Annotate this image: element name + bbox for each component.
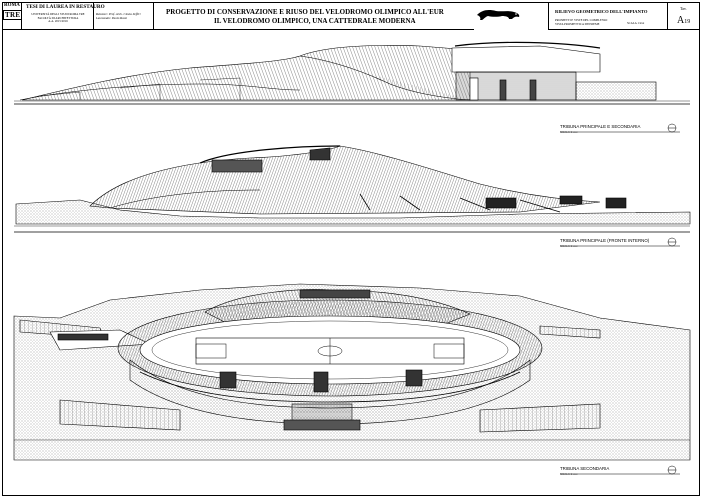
view-label-3: TRIBUNA SECONDARIA SCALA 1:xxx bbox=[560, 466, 609, 476]
university-line: A.A. 2015/2016 bbox=[48, 19, 68, 24]
elevation-tribuna-principale-fronte-interno bbox=[14, 145, 691, 233]
elevation-tribuna-principale-secondaria bbox=[14, 41, 690, 105]
university-info: UNIVERSITÀ DEGLI STUDI ROMA TRE FACOLTÀ … bbox=[24, 12, 92, 24]
sheet-letter: A bbox=[677, 15, 685, 26]
view-title: TRIBUNA PRINCIPALE (FRONTE INTERNO) bbox=[560, 238, 650, 243]
supervisor-line: Relatore: Prof. Arch. Cinzia Zeffiri bbox=[96, 12, 141, 16]
sheet-number: A19 bbox=[677, 15, 690, 26]
project-title-box: PROGETTO DI CONSERVAZIONE E RIUSO DEL VE… bbox=[154, 2, 474, 30]
view-title: TRIBUNA SECONDARIA bbox=[560, 466, 610, 471]
view-title: TRIBUNA PRINCIPALE E SECONDARIA bbox=[560, 124, 641, 129]
logo-top-text: ROMA bbox=[4, 3, 20, 8]
thesis-box: TESI DI LAUREA IN RESTAURO UNIVERSITÀ DE… bbox=[22, 2, 105, 30]
sheet-label: Tav. bbox=[680, 6, 687, 11]
survey-title: RILIEVO GEOMETRICO DELL'IMPIANTO bbox=[555, 9, 648, 14]
scale-text: SCALA 1:xxx bbox=[627, 21, 645, 25]
survey-box: RILIEVO GEOMETRICO DELL'IMPIANTO PROSPET… bbox=[548, 2, 668, 30]
sheet-border bbox=[2, 2, 700, 496]
university-line: FACOLTÀ DI ARCHITETTURA bbox=[37, 15, 79, 20]
university-logo: ROMA TRE bbox=[2, 2, 23, 30]
project-title-line1: PROGETTO DI CONSERVAZIONE E RIUSO DEL VE… bbox=[166, 8, 444, 16]
view-scale: SCALA 1:xxx bbox=[560, 130, 578, 134]
view-label-2: TRIBUNA PRINCIPALE (FRONTE INTERNO) SCAL… bbox=[560, 238, 649, 248]
thesis-title: TESI DI LAUREA IN RESTAURO bbox=[26, 4, 105, 10]
view-marker-icons bbox=[560, 123, 680, 475]
sheet-digits: 19 bbox=[684, 19, 691, 25]
survey-subtitles: PROSPETTI E VISTE DEL COMPLESSO VISTA PR… bbox=[555, 18, 608, 26]
perspective-tribuna-secondaria bbox=[13, 283, 691, 461]
survey-sub-line: VISTA PROSPETTICA D'INSIEME bbox=[555, 21, 600, 26]
logo-main-text: TRE bbox=[3, 10, 23, 20]
supervisor-box: Relatore: Prof. Arch. Cinzia Zeffiri Lau… bbox=[94, 2, 154, 30]
university-line: UNIVERSITÀ DEGLI STUDI ROMA TRE bbox=[31, 12, 85, 16]
she-wolf-emblem-icon bbox=[477, 10, 520, 20]
view-label-1: TRIBUNA PRINCIPALE E SECONDARIA SCALA 1:… bbox=[560, 124, 640, 134]
student-line: Laureando: Paolo Rossi bbox=[96, 15, 128, 20]
project-title-line2: IL VELODROMO OLIMPICO, UNA CATTEDRALE MO… bbox=[214, 17, 416, 25]
view-scale: SCALA 1:xxx bbox=[560, 244, 578, 248]
survey-sub-line: PROSPETTI E VISTE DEL COMPLESSO bbox=[555, 18, 608, 22]
supervisor-info: Relatore: Prof. Arch. Cinzia Zeffiri Lau… bbox=[96, 12, 141, 21]
sheet-number-box: Tav. A19 bbox=[668, 2, 700, 30]
view-scale: SCALA 1:xxx bbox=[560, 472, 578, 476]
